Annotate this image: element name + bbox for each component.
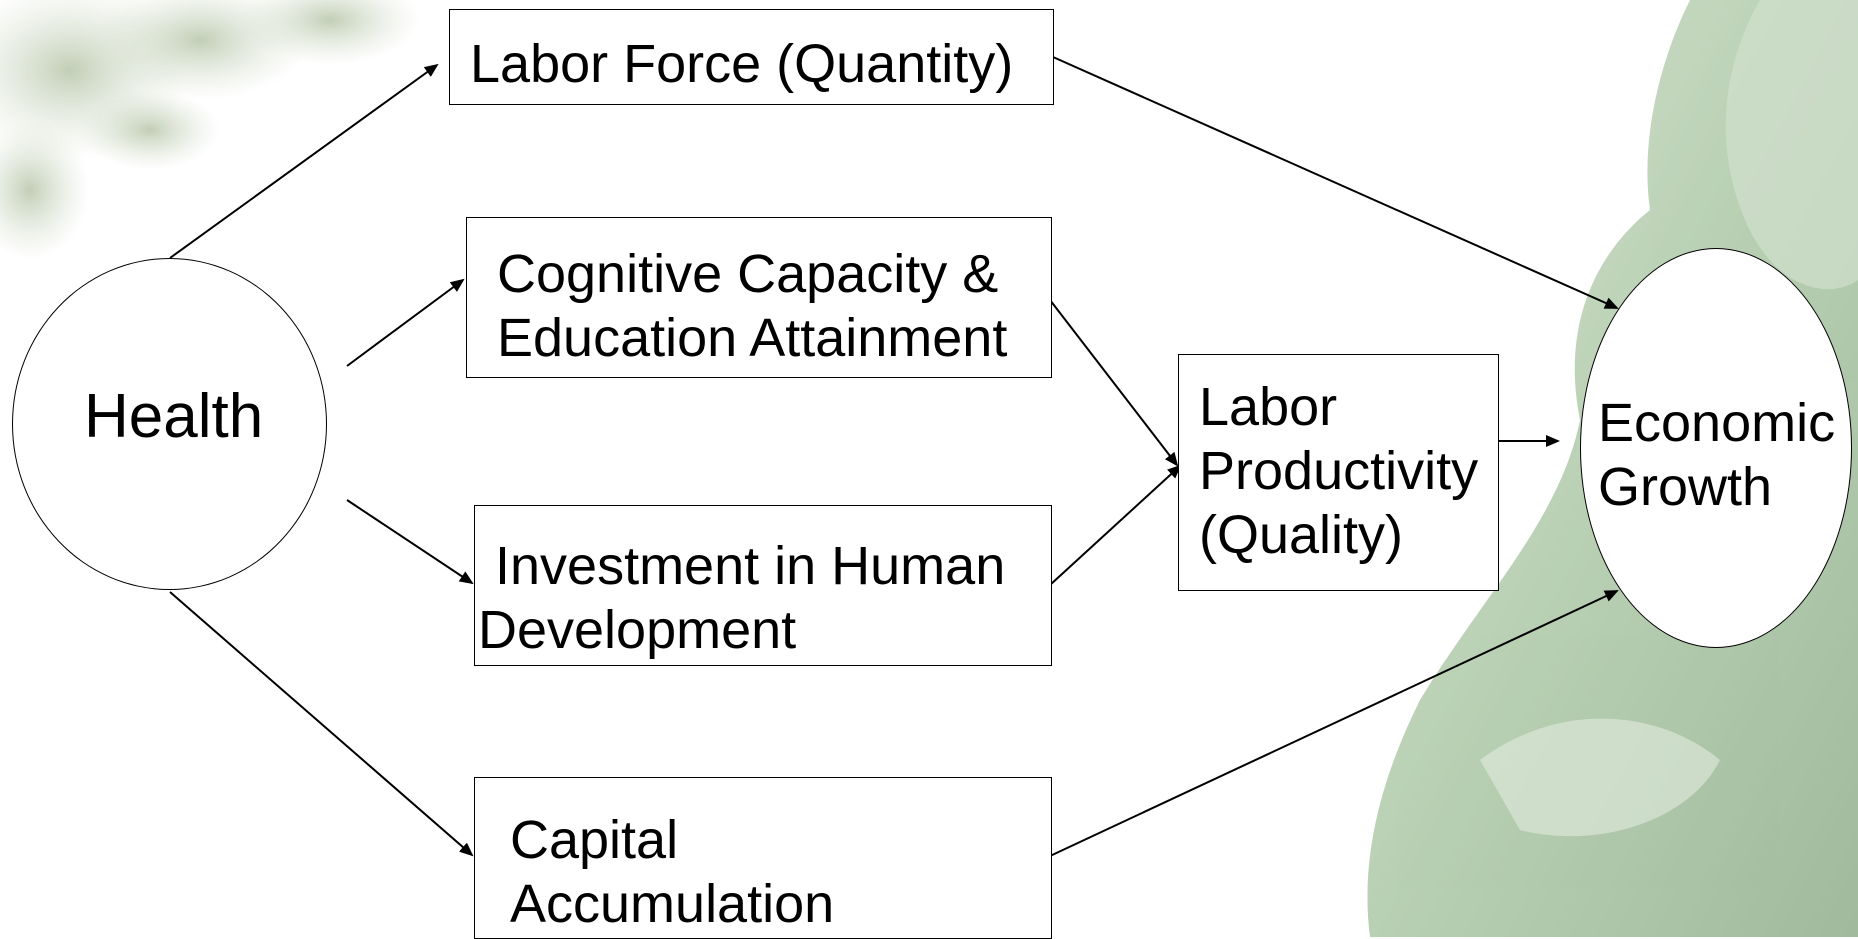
arrow-cognitive-to-productivity	[1049, 299, 1179, 467]
arrow-health-to-labor-force	[169, 63, 439, 259]
labor-force-label: Labor Force (Quantity)	[470, 34, 1014, 94]
arrow-investment-to-productivity	[1049, 464, 1182, 586]
growth-label-line2: Growth	[1598, 457, 1773, 517]
investment-label-line2: Development	[478, 600, 797, 660]
cognitive-capacity-label-line2: Education Attainment	[497, 308, 1008, 368]
capital-label-line1: Capital	[510, 810, 679, 870]
cognitive-capacity-node	[466, 217, 1052, 378]
arrow-health-to-investment	[346, 499, 474, 585]
labor-force-node	[449, 9, 1054, 105]
arrow-health-to-cognitive	[346, 278, 465, 367]
health-node	[12, 258, 327, 590]
economic-growth-node	[1580, 248, 1852, 648]
productivity-label-line2: Productivity	[1199, 441, 1479, 501]
arrow-capital-to-growth	[1049, 590, 1619, 857]
cognitive-capacity-label-line1: Cognitive Capacity &	[497, 244, 999, 304]
investment-label-line1: Investment in Human	[495, 536, 1006, 596]
capital-label-line2: Accumulation	[510, 874, 835, 934]
arrow-labor-force-to-growth	[1052, 56, 1619, 309]
arrow-health-to-capital	[169, 591, 474, 857]
productivity-label-line1: Labor	[1199, 377, 1338, 437]
productivity-label-line3: (Quality)	[1199, 505, 1404, 565]
capital-accumulation-node	[474, 777, 1052, 939]
health-label: Health	[84, 382, 264, 451]
foliage-decoration	[0, 0, 420, 260]
growth-label-line1: Economic	[1598, 393, 1836, 453]
labor-productivity-node	[1178, 354, 1499, 591]
investment-human-development-node	[474, 505, 1052, 666]
